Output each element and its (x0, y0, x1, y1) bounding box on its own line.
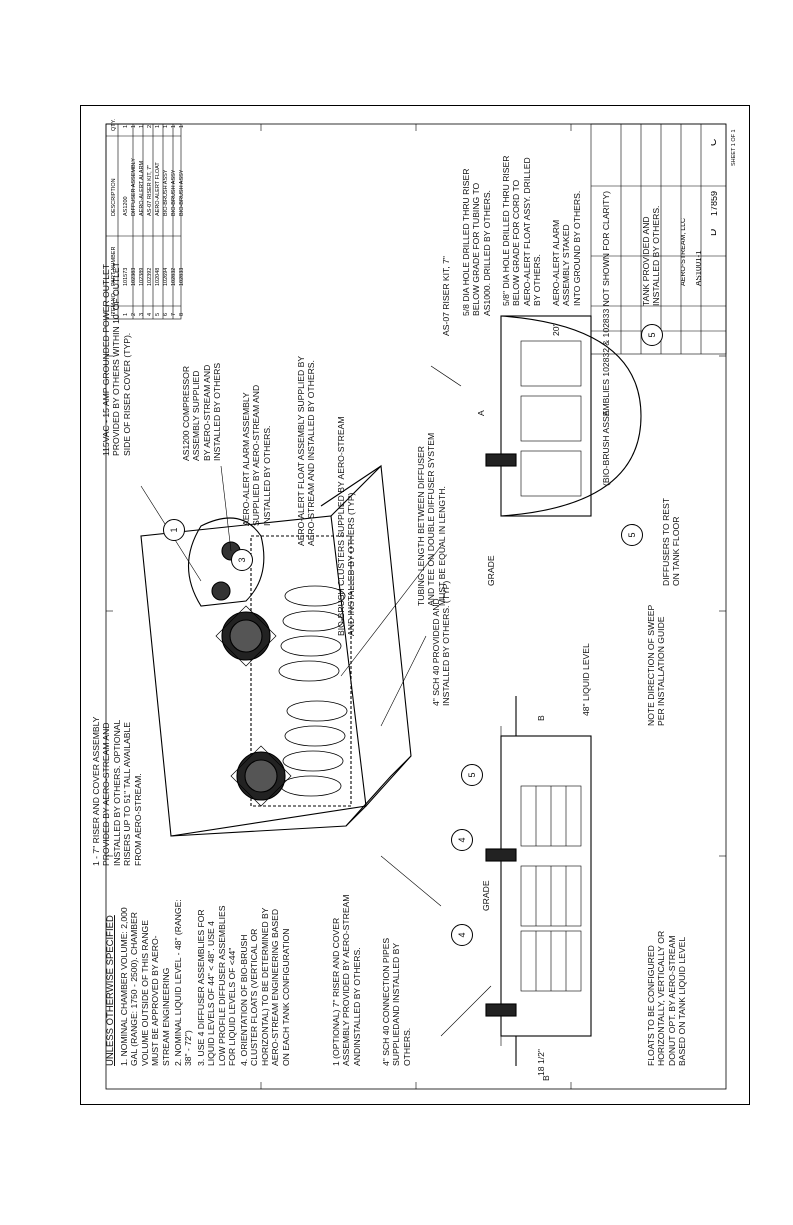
bom-row-qty: 1 (163, 124, 169, 128)
drawing-artwork (140, 315, 642, 1066)
rotated-drawing: UNLESS OTHERWISE SPECIFIED 1. NOMINAL CH… (81, 106, 751, 1106)
bom-row-part: 102392 (147, 267, 153, 286)
title-rev: C (711, 139, 717, 146)
bom-row-desc: BIO-BRUSH ASSY (163, 169, 169, 216)
title-dwg-no: 17859 (711, 190, 717, 216)
bom-row-desc: DIFFUSER ASSEMBLY (131, 158, 137, 216)
title-size: D (711, 229, 717, 236)
bom-layer: ITEM NO. PART NUMBER DESCRIPTION QTY. 1 … (81, 106, 751, 1106)
bom-row-item: 2 (131, 312, 137, 316)
bom-row-item: 8 (179, 312, 185, 316)
title-drawing-number: AS1001-1 (696, 250, 702, 286)
bom-row-desc: BIO-BRUSH ASSY (171, 169, 177, 216)
bom-row-desc: BIO-BRUSH ASSY (179, 169, 185, 216)
bom-header-part: PART NUMBER (111, 246, 117, 286)
bom-row-part: 102694 (163, 267, 169, 286)
title-sheet: SHEET 1 OF 1 (731, 129, 737, 166)
bom-row-desc: AERO-ALERT FLOAT (155, 162, 161, 216)
bom-row-part: 102389 (139, 267, 145, 286)
bom-row-part: 102383 (131, 267, 137, 286)
bom-row-qty: 2 (147, 124, 153, 128)
bom-row-desc: AS-07 RISER KIT, 7" (147, 164, 153, 216)
bom-row-qty: 1 (123, 124, 129, 128)
drawing-sheet: UNLESS OTHERWISE SPECIFIED 1. NOMINAL CH… (80, 105, 750, 1105)
bom-row-qty: 1 (139, 124, 145, 128)
bom-row-part: 101573 (123, 267, 129, 286)
bom-row-qty: 1 (179, 124, 185, 128)
bom-row-item: 7 (171, 312, 177, 316)
bom-header-item: ITEM NO. (111, 291, 117, 316)
bom-row-item: 5 (155, 312, 161, 316)
bom-row-desc: AERO-ALERT ALARM (139, 160, 145, 216)
bom-row-qty: 1 (171, 124, 177, 128)
bom-row-part: 102832 (171, 267, 177, 286)
bom-row-item: 6 (163, 312, 169, 316)
title-company: AERO-STREAM, LLC (681, 217, 687, 286)
drawing-lines (105, 123, 727, 1090)
bom-row-part: 102048 (155, 267, 161, 286)
bom-row-qty: 1 (155, 124, 161, 128)
bom-row-qty: 1 (131, 124, 137, 128)
bom-row-desc: AS1200 (123, 196, 129, 216)
bom-row-part: 102833 (179, 267, 185, 286)
bom-row-item: 3 (139, 312, 145, 316)
bom-header-desc: DESCRIPTION (111, 178, 117, 216)
bom-row-item: 4 (147, 312, 153, 316)
title-block-lines (105, 123, 727, 355)
bom-row-item: 1 (123, 312, 129, 316)
bom-header-qty: QTY. (111, 118, 117, 131)
